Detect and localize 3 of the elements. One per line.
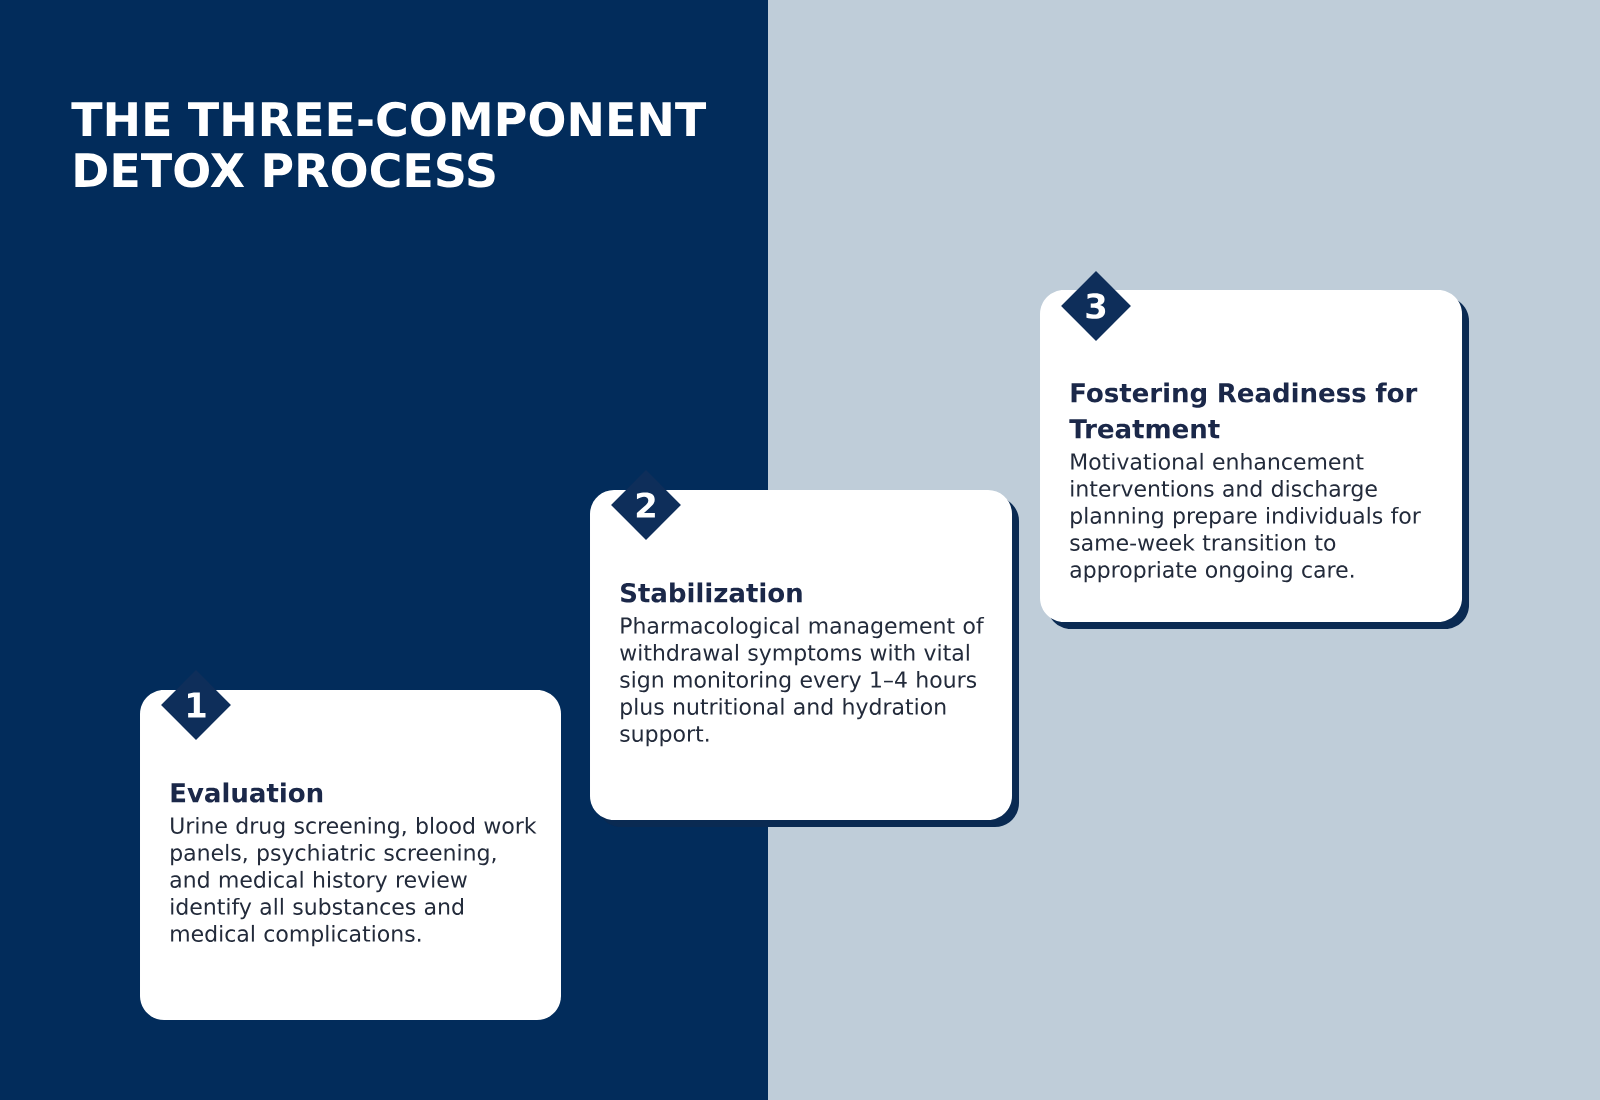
- step-description: Urine drug screening, blood work panels, psychiatric screening, and medical history review identify all substances and medical complications.: [170, 816, 537, 947]
- step-heading: Evaluation: [171, 782, 323, 803]
- title: THE THREE-COMPONENT DETOX PROCESS: [71, 101, 707, 188]
